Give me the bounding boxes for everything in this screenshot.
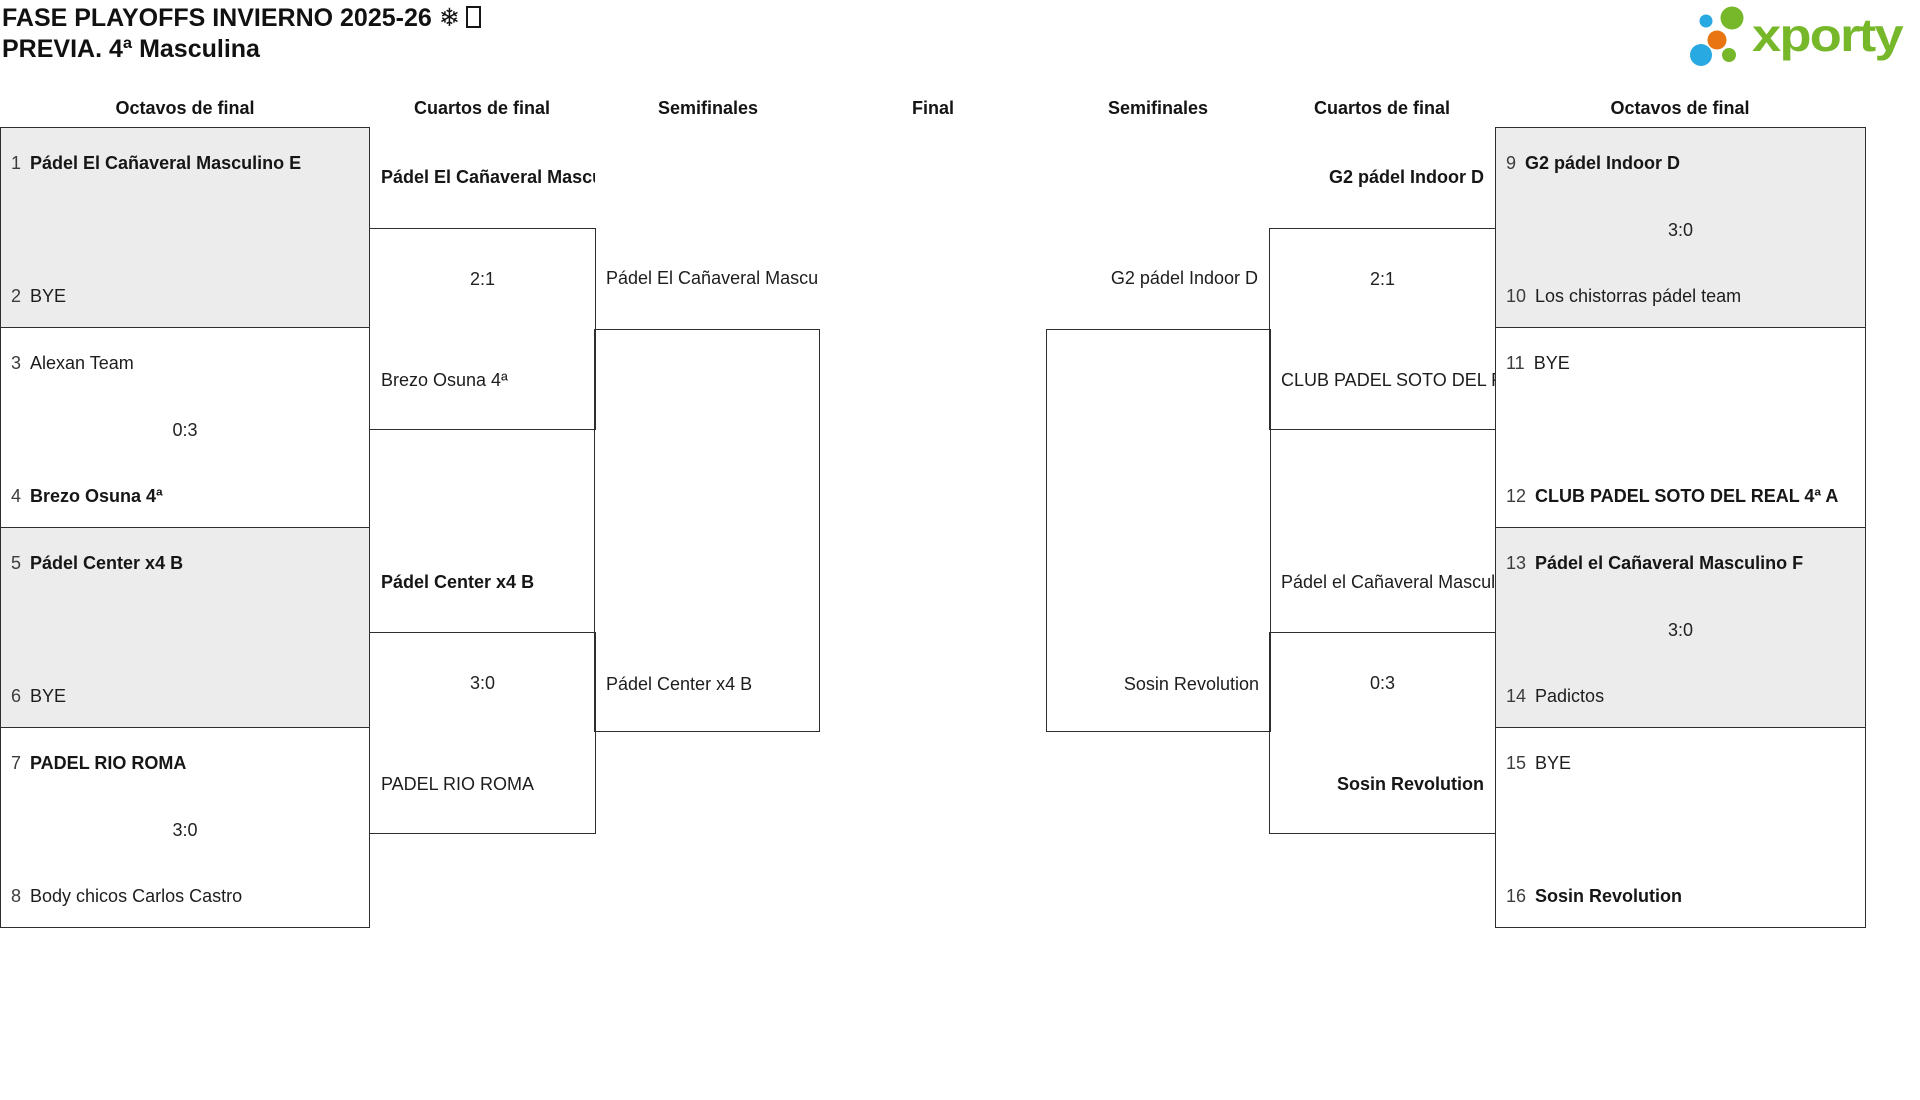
team-row: 1 Pádel El Cañaveral Masculino E [1,151,369,175]
team-name: CLUB PADEL SOTO DEL REAL 4ª A [1535,486,1839,506]
seed: 1 [11,153,22,173]
team-row: 2 BYE [1,284,369,308]
seed: 15 [1506,753,1527,773]
seed: 16 [1506,886,1527,906]
seed: 8 [11,886,22,906]
seed: 7 [11,753,22,773]
round-header-semis-left: Semifinales [657,98,759,118]
team-row: 11 BYE [1496,351,1865,375]
team-name: BYE [1533,353,1570,373]
match-box-cuartos-1[interactable]: 2:1 Brezo Osuna 4ª [369,228,596,430]
match-box-octavos-2[interactable]: 3 Alexan Team 0:3 4 Brezo Osuna 4ª [0,327,370,528]
team-row: 10 Los chistorras pádel team [1496,284,1865,308]
qf-team-label: CLUB PADEL SOTO DEL REAL 4ª A [1281,370,1495,390]
match-score: 0:3 [172,420,198,440]
team-name: Alexan Team [30,353,134,373]
logo-dots-icon [1690,6,1744,66]
match-box-semifinal-2[interactable]: Sosin Revolution [1046,329,1271,732]
title-line-2: PREVIA. 4ª Masculina [2,35,260,63]
seed: 11 [1506,353,1525,373]
seed: 2 [11,286,22,306]
team-name: Pádel el Cañaveral Masculino F [1535,553,1804,573]
team-row: 8 Body chicos Carlos Castro [1,884,369,908]
seed: 14 [1506,686,1527,706]
match-score: 3:0 [1667,220,1694,240]
team-name: Padictos [1535,686,1605,706]
team-name: Body chicos Carlos Castro [30,886,243,906]
round-header-octavos-left: Octavos de final [115,98,255,118]
team-name: PADEL RIO ROMA [30,753,187,773]
team-row: 7 PADEL RIO ROMA [1,751,369,775]
team-row: 13 Pádel el Cañaveral Masculino F [1496,551,1865,575]
match-score: 3:0 [1667,620,1694,640]
round-header-final: Final [911,98,955,118]
match-score: 3:0 [172,820,198,840]
match-box-octavos-1[interactable]: 1 Pádel El Cañaveral Masculino E 2 BYE [0,127,370,328]
seed: 10 [1506,286,1527,306]
title-line-1: FASE PLAYOFFS INVIERNO 2025-26 ❄ [2,3,481,34]
logo-wordmark: xporty [1752,9,1904,61]
seed: 6 [11,686,22,706]
sf-team-label: Pádel Center x4 B [606,674,753,694]
team-row: 14 Padictos [1496,684,1865,708]
team-row: 5 Pádel Center x4 B [1,551,369,575]
sf-team-label: Pádel El Cañaveral Masculino E [606,268,819,288]
team-name: BYE [30,286,67,306]
seed: 5 [11,553,22,573]
match-box-octavos-6[interactable]: 11 BYE 12 CLUB PADEL SOTO DEL REAL 4ª A [1495,327,1866,528]
match-score: 0:3 [1369,673,1396,693]
match-box-octavos-8[interactable]: 15 BYE 16 Sosin Revolution [1495,727,1866,928]
sf-team-label: G2 pádel Indoor D [1110,268,1258,288]
team-row: 16 Sosin Revolution [1496,884,1865,908]
qf-team-label: PADEL RIO ROMA [381,774,535,794]
team-row: 9 G2 pádel Indoor D [1496,151,1865,175]
team-row: 15 BYE [1496,751,1865,775]
round-header-cuartos-right: Cuartos de final [1313,98,1451,118]
match-box-octavos-5[interactable]: 9 G2 pádel Indoor D 3:0 10 Los chistorras … [1495,127,1866,328]
match-score: 3:0 [469,673,496,693]
title-text: FASE PLAYOFFS INVIERNO 2025-26 ❄ [2,4,460,32]
team-name: BYE [1535,753,1572,773]
match-box-semifinal-1[interactable]: Pádel Center x4 B [594,329,820,732]
match-box-octavos-4[interactable]: 7 PADEL RIO ROMA 3:0 8 Body chicos Carlos … [0,727,370,928]
match-score: 2:1 [469,269,496,289]
round-header-semis-right: Semifinales [1107,98,1209,118]
qf-team-label: G2 pádel Indoor D [1328,167,1484,187]
team-name: Los chistorras pádel team [1535,286,1742,306]
match-box-cuartos-4[interactable]: 0:3 Sosin Revolution [1269,632,1496,834]
match-box-octavos-7[interactable]: 13 Pádel el Cañaveral Masculino F 3:0 14 P… [1495,527,1866,728]
qf-team-label: Brezo Osuna 4ª [381,370,508,390]
qf-team-label: Pádel Center x4 B [381,572,535,592]
team-row: 12 CLUB PADEL SOTO DEL REAL 4ª A [1496,484,1865,508]
round-header-octavos-right: Octavos de final [1610,98,1750,118]
team-name: Pádel El Cañaveral Masculino E [30,153,302,173]
page-title: FASE PLAYOFFS INVIERNO 2025-26 ❄ PREVIA.… [2,3,481,65]
team-row: 4 Brezo Osuna 4ª [1,484,369,508]
team-name: BYE [30,686,67,706]
match-box-octavos-3[interactable]: 5 Pádel Center x4 B 6 BYE [0,527,370,728]
seed: 13 [1506,553,1527,573]
team-name: Brezo Osuna 4ª [30,486,163,506]
qf-team-label: Pádel el Cañaveral Masculino F [1281,572,1496,592]
missing-glyph-icon [465,6,481,28]
team-name: Sosin Revolution [1535,886,1683,906]
team-row: 6 BYE [1,684,369,708]
sf-team-label: Sosin Revolution [1123,674,1259,694]
seed: 4 [11,486,22,506]
seed: 12 [1506,486,1527,506]
round-header-cuartos-left: Cuartos de final [413,98,551,118]
match-box-cuartos-3[interactable]: 2:1 CLUB PADEL SOTO DEL REAL 4ª A [1269,228,1496,430]
team-name: G2 pádel Indoor D [1525,153,1681,173]
match-score: 2:1 [1369,269,1396,289]
team-row: 3 Alexan Team [1,351,369,375]
qf-team-label: Sosin Revolution [1336,774,1484,794]
team-name: Pádel Center x4 B [30,553,184,573]
match-box-cuartos-2[interactable]: 3:0 PADEL RIO ROMA [369,632,596,834]
xporty-logo[interactable]: xporty [1686,2,1910,68]
qf-team-label: Pádel El Cañaveral Masculino E [381,167,595,187]
seed: 9 [1506,153,1517,173]
seed: 3 [11,353,22,373]
